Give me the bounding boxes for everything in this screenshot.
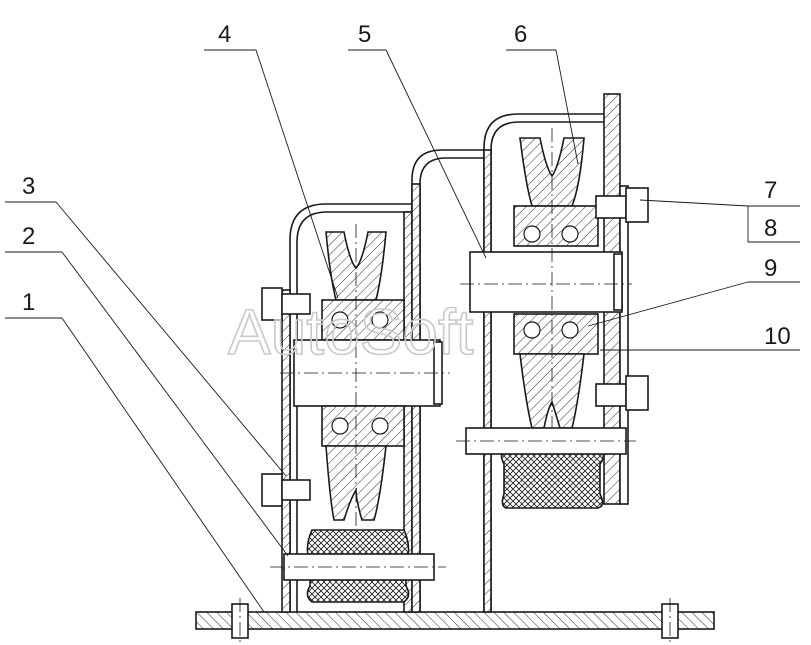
- leader-lines: [5, 49, 800, 613]
- callout-10: 10: [764, 323, 791, 350]
- callout-2: 2: [22, 223, 35, 250]
- lower-sheave: [280, 224, 450, 530]
- callout-8: 8: [764, 215, 777, 242]
- callout-labels: 1 2 3 4 5 6 7 8 9 10: [22, 21, 791, 350]
- left-bolts: [261, 287, 311, 507]
- callout-7: 7: [764, 177, 777, 204]
- callout-3: 3: [22, 173, 35, 200]
- upper-sheave: [460, 128, 632, 436]
- lower-roller: [270, 529, 446, 603]
- callout-5: 5: [358, 21, 371, 48]
- callout-4: 4: [218, 21, 231, 48]
- watermark: AutoSoft: [228, 296, 474, 368]
- callout-1: 1: [22, 289, 35, 316]
- upper-roller: [456, 427, 636, 509]
- callout-6: 6: [514, 21, 527, 48]
- right-bolts: [595, 187, 649, 411]
- callout-9: 9: [764, 255, 777, 282]
- base-plate: [195, 598, 715, 643]
